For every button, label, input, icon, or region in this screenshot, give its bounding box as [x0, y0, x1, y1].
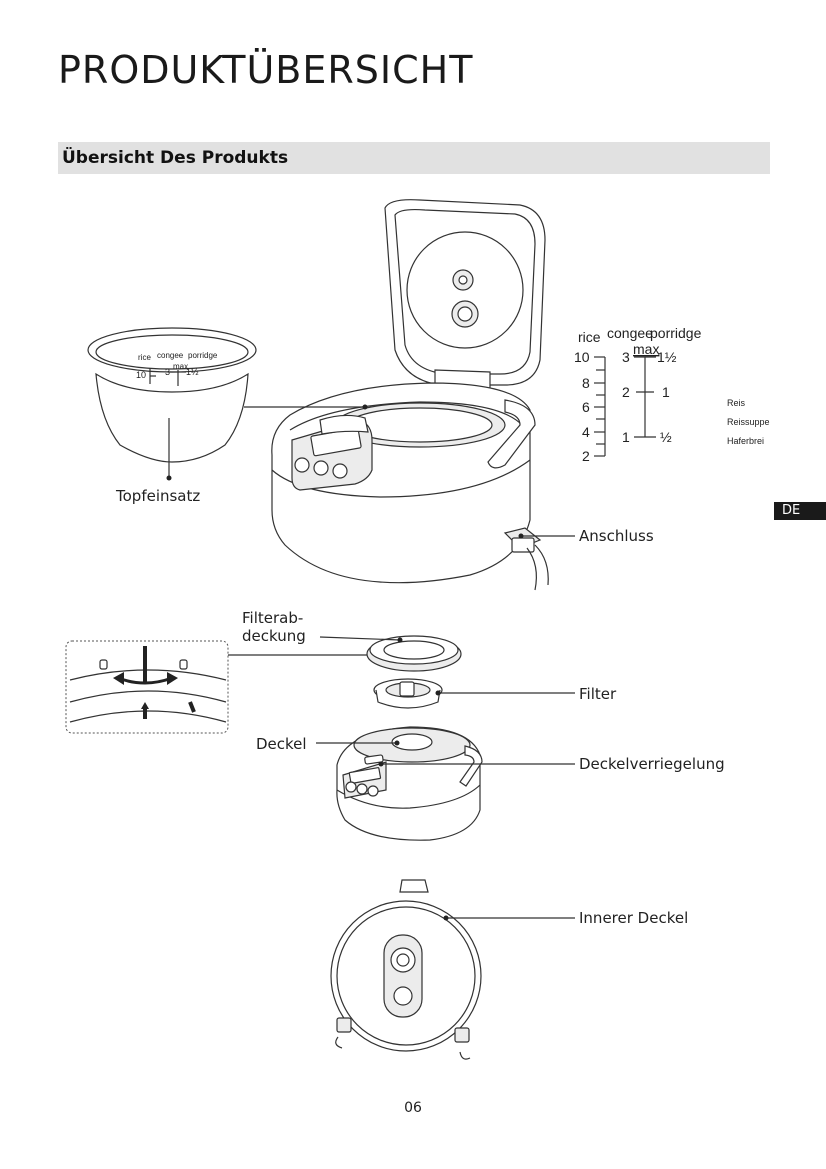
scale-rice-2: 2 — [582, 448, 590, 464]
scale-congee-label: congee — [607, 325, 653, 341]
legend-rice-soup: Reissuppe — [727, 417, 770, 427]
scale-rice-4: 4 — [582, 424, 590, 440]
scale-porridge-0-5: ½ — [660, 429, 672, 445]
language-tab-label: DE — [782, 503, 801, 518]
pot-scale-congee-label: congee — [157, 351, 184, 360]
inner-pot-illustration: rice congee porridge max 10 3 1½ — [87, 327, 257, 481]
label-filter-cover-line2: deckung — [242, 627, 306, 645]
pot-scale-rice-top: 10 — [136, 370, 146, 380]
filter-cover-illustration — [366, 635, 462, 672]
label-filter-cover-line1: Filterab- — [242, 609, 304, 627]
inner-lid-illustration — [330, 879, 482, 1060]
label-inner-pot: Topfeinsatz — [116, 487, 201, 505]
label-connector: Anschluss — [579, 527, 654, 545]
rice-cooker-illustration — [271, 199, 549, 591]
section-title: Übersicht Des Produkts — [62, 148, 289, 168]
scale-congee-1: 1 — [622, 429, 630, 445]
legend-porridge: Haferbrei — [727, 436, 765, 446]
scale-porridge-1-5: 1½ — [657, 349, 677, 365]
scale-rice-label: rice — [578, 329, 601, 345]
pot-scale-porridge-top: 1½ — [186, 367, 199, 377]
scale-porridge-1: 1 — [662, 384, 670, 400]
page-title: PRODUKTÜBERSICHT — [58, 48, 474, 92]
scale-rice-8: 8 — [582, 375, 590, 391]
pot-scale-porridge-label: porridge — [188, 351, 218, 360]
page-number: 06 — [404, 1100, 422, 1116]
pot-scale-rice-label: rice — [138, 353, 151, 362]
small-cooker-illustration — [336, 726, 483, 841]
language-tab: DE — [774, 502, 826, 520]
scale-congee-2: 2 — [622, 384, 630, 400]
scale-porridge-label: porridge — [650, 325, 702, 341]
filter-cover-inset — [65, 640, 229, 734]
filter-illustration — [373, 678, 443, 709]
label-lid-lock: Deckelverriegelung — [579, 755, 725, 773]
scale-congee-3: 3 — [622, 349, 630, 365]
pot-scale-congee-top: 3 — [165, 367, 170, 377]
legend-rice: Reis — [727, 398, 746, 408]
scale-rice-6: 6 — [582, 399, 590, 415]
pot-scale-max-label: max — [173, 362, 188, 371]
water-level-scale: rice congee porridge max 10 8 6 4 2 3 2 … — [574, 325, 702, 464]
scale-rice-10: 10 — [574, 349, 590, 365]
label-filter: Filter — [579, 685, 617, 703]
scale-max-label: max — [633, 341, 659, 357]
label-lid: Deckel — [256, 735, 307, 753]
section-header-bar: Übersicht Des Produkts — [58, 142, 770, 174]
label-inner-lid: Innerer Deckel — [579, 909, 689, 927]
